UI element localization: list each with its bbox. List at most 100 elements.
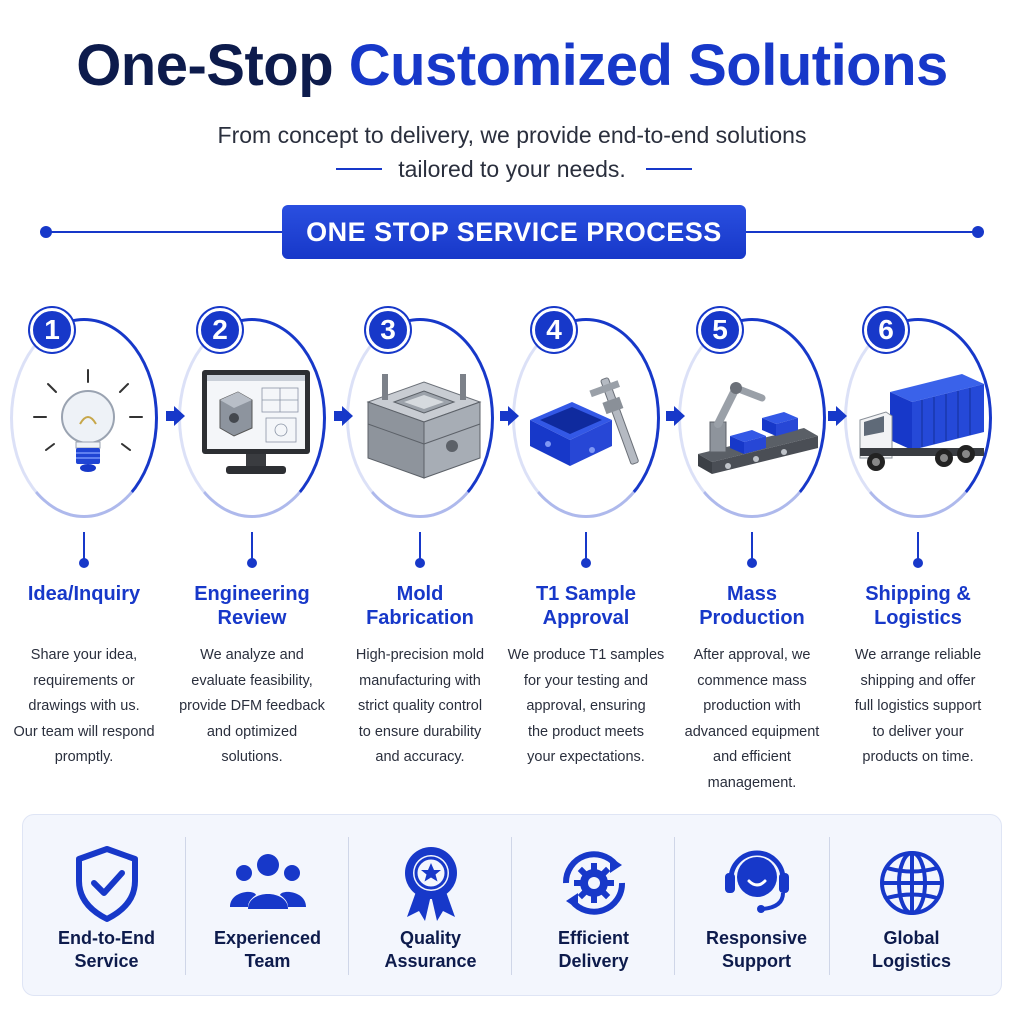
sample-caliper-icon: [530, 377, 639, 466]
step-title: Idea/Inquiry: [0, 582, 170, 606]
step-connector-dot: [913, 558, 923, 568]
process-step-5: 5 Mass Production After approval, we com…: [676, 300, 836, 800]
step-description: We arrange reliable shipping and offer f…: [828, 643, 1008, 771]
title-part-2: Customized Solutions: [348, 33, 949, 98]
feature-quality-assurance: Quality Assurance: [349, 815, 512, 997]
step-title-line-2: Approval: [542, 607, 630, 629]
step-ring: [178, 318, 326, 518]
team-icon: [229, 854, 306, 909]
desc-line: drawings with us.: [28, 698, 140, 714]
desc-line: Our team will respond: [13, 723, 155, 740]
step-number-badge: 5: [698, 308, 742, 352]
shield-check-icon: [75, 846, 138, 922]
process-step-3: 3 Mold Fabrication High-precision mold m…: [344, 300, 504, 800]
feature-divider: [511, 837, 512, 975]
step-number-badge: 3: [366, 308, 410, 352]
subtitle-divider-right: [646, 168, 692, 170]
step-description: High-precision mold manufacturing with s…: [330, 643, 510, 771]
step-ring: [844, 318, 992, 518]
process-banner: ONE STOP SERVICE PROCESS: [282, 205, 746, 259]
subtitle-line-2: tailored to your needs.: [398, 156, 626, 182]
features-panel: End-to-End Service Experienced Team: [22, 814, 1002, 996]
desc-line: advanced equipment: [684, 723, 820, 740]
feature-label-line-2: Team: [244, 951, 291, 971]
desc-line: and accuracy.: [375, 749, 465, 765]
step-number-badge: 4: [532, 308, 576, 352]
gear-cycle-icon: [562, 851, 625, 915]
desc-line: evaluate feasibility,: [191, 672, 313, 689]
feature-responsive-support: Responsive Support: [675, 815, 838, 997]
step-connector: [751, 532, 753, 562]
feature-label-line-1: Quality: [399, 928, 461, 948]
chevron-right-icon: [666, 406, 685, 426]
desc-line: promptly.: [54, 749, 114, 765]
step-title: Shipping & Logistics: [832, 582, 1004, 630]
step-title: Engineering Review: [166, 582, 338, 630]
desc-line: Share your idea,: [30, 647, 138, 663]
step-description: We analyze and evaluate feasibility, pro…: [162, 643, 342, 771]
desc-line: products on time.: [862, 749, 974, 765]
feature-label: Efficient Delivery: [512, 927, 675, 973]
step-number-badge: 1: [30, 308, 74, 352]
lightbulb-icon: [33, 369, 143, 472]
desc-line: management.: [707, 774, 797, 791]
process-step-2: 2 Engineering Review We analyze and eval…: [176, 300, 336, 800]
feature-label: Global Logistics: [830, 927, 993, 973]
robot-arm-conveyor-icon: [698, 382, 818, 474]
step-title-line-2: Logistics: [874, 607, 962, 629]
step-connector-dot: [247, 558, 257, 568]
feature-label-line-2: Service: [74, 951, 139, 971]
feature-experienced-team: Experienced Team: [186, 815, 349, 997]
feature-end-to-end-service: End-to-End Service: [25, 815, 188, 997]
desc-line: We arrange reliable: [854, 647, 982, 663]
step-title-line-2: Fabrication: [366, 607, 474, 629]
title-part-1: One-Stop: [76, 33, 334, 98]
feature-label: End-to-End Service: [25, 927, 188, 973]
feature-label: Experienced Team: [186, 927, 349, 973]
feature-label: Quality Assurance: [349, 927, 512, 973]
step-connector: [251, 532, 253, 562]
banner-line-right: [746, 231, 974, 233]
feature-global-logistics: Global Logistics: [830, 815, 993, 997]
desc-line: requirements or: [33, 672, 135, 689]
step-ring: [10, 318, 158, 518]
desc-line: strict quality control: [357, 698, 483, 714]
desc-line: After approval, we: [693, 647, 811, 663]
feature-label-line-2: Assurance: [384, 951, 477, 971]
feature-label-line-1: Global: [883, 928, 940, 948]
page-subtitle: From concept to delivery, we provide end…: [0, 118, 1024, 186]
process-step-6: 6 Shipping & Logistics We arrange reliab…: [842, 300, 1002, 800]
feature-efficient-delivery: Efficient Delivery: [512, 815, 675, 997]
feature-label-line-1: Responsive: [705, 928, 808, 948]
process-step-4: 4 T1 Sample Approval We produce T1 sampl…: [508, 300, 670, 800]
step-title: Mass Production: [666, 582, 838, 630]
step-title-line-1: Shipping &: [865, 583, 971, 605]
desc-line: to deliver your: [872, 723, 964, 740]
step-connector: [585, 532, 587, 562]
desc-line: and efficient: [713, 749, 791, 765]
banner-dot-right: [972, 226, 984, 238]
step-connector-dot: [79, 558, 89, 568]
step-description: Share your idea, requirements or drawing…: [0, 643, 174, 771]
desc-line: to ensure durability: [358, 723, 482, 740]
step-ring: [346, 318, 494, 518]
desc-line: We analyze and: [200, 647, 304, 663]
chevron-right-icon: [828, 406, 847, 426]
award-ribbon-icon: [404, 847, 457, 921]
feature-label-line-2: Delivery: [558, 951, 629, 971]
subtitle-divider-left: [336, 168, 382, 170]
desc-line: production with: [703, 698, 801, 714]
mold-block-icon: [366, 374, 482, 479]
step-title-line-1: Mold: [396, 583, 444, 605]
step-ring: [678, 318, 826, 518]
process-step-1: 1 Idea/Inquiry Share your idea, requirem…: [8, 300, 168, 800]
desc-line: commence mass: [697, 672, 807, 689]
feature-divider: [829, 837, 830, 975]
feature-label-line-1: Experienced: [213, 928, 322, 948]
desc-line: and optimized: [206, 723, 298, 740]
step-title-line-1: Engineering: [194, 583, 310, 605]
chevron-right-icon: [500, 406, 519, 426]
desc-line: provide DFM feedback: [179, 698, 325, 714]
chevron-right-icon: [166, 406, 185, 426]
feature-label-line-2: Logistics: [871, 951, 951, 971]
